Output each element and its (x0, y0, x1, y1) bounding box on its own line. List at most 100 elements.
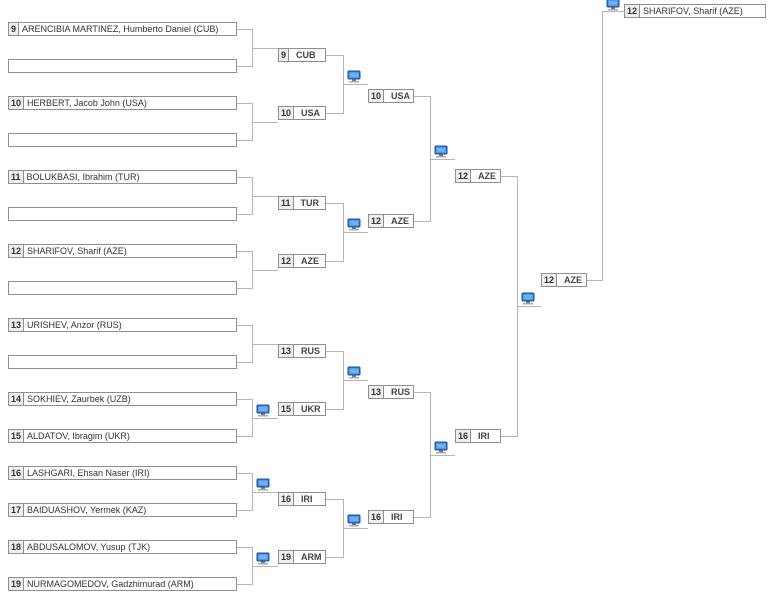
seed-number: 12 (9, 245, 25, 257)
connector-line (587, 280, 602, 281)
seed-number: 18 (9, 541, 25, 553)
connector-line (343, 528, 368, 529)
connector-line (237, 547, 252, 548)
monitor-icon[interactable] (434, 145, 448, 158)
athlete-name: LASHGARI, Ehsan Naser (IRI) (27, 468, 150, 478)
monitor-icon[interactable] (256, 552, 270, 565)
monitor-icon[interactable] (256, 404, 270, 417)
monitor-icon[interactable] (347, 218, 361, 231)
athlete-name: ARENCIBIA MARTINEZ, Humberto Daniel (CUB… (22, 24, 219, 34)
connector-line (237, 362, 252, 363)
monitor-icon[interactable] (521, 292, 535, 305)
connector-line (237, 251, 252, 252)
monitor-icon[interactable] (347, 514, 361, 527)
seed-number: 9 (279, 49, 290, 61)
connector-line (430, 455, 455, 456)
connector-line (326, 203, 343, 204)
bout-winner-slot[interactable]: 12 AZE (278, 254, 326, 268)
connector-line (237, 399, 252, 400)
monitor-icon[interactable] (434, 441, 448, 454)
team-code: AZE (391, 216, 410, 226)
connector-line (326, 409, 343, 410)
connector-line (237, 473, 252, 474)
connector-line (237, 214, 252, 215)
monitor-icon[interactable] (347, 70, 361, 83)
connector-line (326, 113, 343, 114)
connector-line (237, 584, 252, 585)
seed-number: 13 (9, 319, 25, 331)
team-code: AZE (301, 256, 320, 266)
seed-number: 19 (279, 551, 295, 563)
athlete-name: HERBERT, Jacob John (USA) (27, 98, 147, 108)
seed-number: 14 (9, 393, 25, 405)
seed-number: 11 (279, 197, 294, 209)
seed-number: 12 (542, 274, 558, 286)
team-code: IRI (301, 494, 313, 504)
athlete-slot[interactable] (8, 59, 237, 73)
seed-number: 12 (279, 255, 295, 267)
monitor-icon[interactable] (347, 366, 361, 379)
seed-number: 12 (625, 5, 641, 17)
seed-number: 11 (9, 171, 24, 183)
connector-line (414, 96, 430, 97)
seed-number: 9 (9, 23, 20, 35)
connector-line (237, 66, 252, 67)
athlete-slot[interactable] (8, 207, 237, 221)
seed-number: 10 (9, 97, 25, 109)
bout-winner-slot[interactable]: 13 RUS (368, 385, 414, 399)
connector-line (430, 159, 455, 160)
monitor-icon[interactable] (256, 478, 270, 491)
athlete-name: SHARIFOV, Sharif (AZE) (643, 6, 743, 16)
connector-line (237, 510, 252, 511)
team-code: AZE (478, 171, 497, 181)
athlete-slot[interactable] (8, 281, 237, 295)
connector-line (237, 140, 252, 141)
team-code: AZE (564, 275, 583, 285)
bout-winner-slot[interactable]: 12 AZE (541, 273, 587, 287)
team-code: RUS (391, 387, 411, 397)
monitor-icon[interactable] (606, 0, 620, 11)
connector-line (501, 176, 517, 177)
connector-line (343, 84, 368, 85)
connector-line (501, 436, 517, 437)
team-code: RUS (301, 346, 321, 356)
athlete-name: BAIDUASHOV, Yermek (KAZ) (27, 505, 147, 515)
bout-winner-slot[interactable]: 13 RUS (278, 344, 326, 358)
team-code: UKR (301, 404, 321, 414)
connector-line (414, 517, 430, 518)
athlete-slot[interactable] (8, 355, 237, 369)
seed-number: 13 (369, 386, 385, 398)
connector-line (414, 392, 430, 393)
seed-number: 13 (279, 345, 295, 357)
connector-line (252, 566, 278, 567)
connector-line (252, 270, 278, 271)
connector-line (252, 48, 278, 49)
athlete-slot[interactable] (8, 133, 237, 147)
connector-line (237, 288, 252, 289)
athlete-name: URISHEV, Anzor (RUS) (27, 320, 122, 330)
